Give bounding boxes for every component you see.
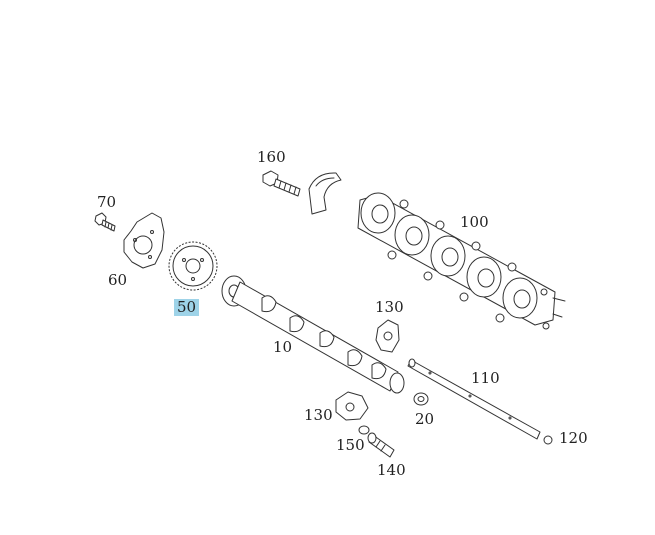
part-160-bolt	[262, 170, 301, 197]
part-100-rocker-assembly	[357, 192, 566, 330]
callout-120: 120	[559, 429, 588, 447]
callout-110: 110	[471, 369, 500, 387]
part-130-bracket-lower	[335, 391, 369, 421]
part-140-pin	[367, 432, 395, 458]
part-10-camshaft	[221, 275, 405, 394]
callout-10: 10	[273, 338, 293, 356]
part-60-plate	[123, 212, 165, 269]
part-130-bracket-upper	[375, 319, 400, 353]
callout-50: 50	[174, 299, 200, 316]
callout-150: 150	[336, 436, 365, 454]
part-110-shaft	[407, 358, 541, 440]
part-120-plug	[543, 435, 553, 445]
part-20-washer	[413, 392, 429, 406]
callout-160: 160	[257, 148, 286, 166]
bearing-shell	[308, 172, 342, 215]
part-150-ring	[358, 425, 370, 435]
callout-60: 60	[108, 271, 128, 289]
callout-100: 100	[460, 213, 489, 231]
callout-130-upper: 130	[375, 298, 404, 316]
callout-70: 70	[97, 193, 117, 211]
callout-20: 20	[415, 410, 435, 428]
callout-130-lower: 130	[304, 406, 333, 424]
part-70-bolt	[94, 212, 116, 232]
callout-140: 140	[377, 461, 406, 479]
part-50-sprocket	[168, 241, 218, 291]
